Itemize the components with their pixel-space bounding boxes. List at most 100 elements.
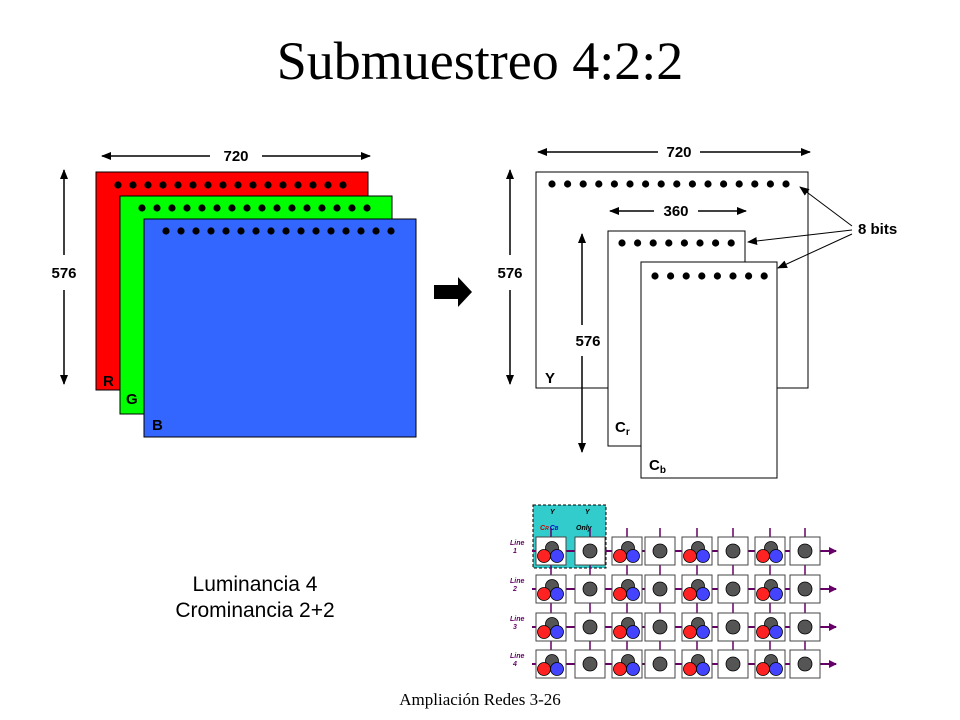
cb-sample — [550, 625, 564, 639]
grid-cell — [754, 649, 786, 679]
pixel-dot-y — [657, 180, 665, 188]
cb-sample — [769, 549, 783, 563]
cr-sample — [756, 549, 770, 563]
luma-sample — [797, 619, 813, 635]
pixel-dot-g — [213, 204, 221, 212]
grid-cell — [754, 612, 786, 642]
pixel-dot-cr — [618, 239, 626, 247]
cr-sample — [613, 625, 627, 639]
pixel-dot-y — [766, 180, 775, 188]
pixel-dot-y — [579, 180, 587, 188]
pixel-dot-b — [267, 227, 275, 235]
pixel-dots-cb — [651, 272, 768, 280]
grid-cell — [717, 612, 749, 642]
pixel-dot-b — [357, 227, 365, 235]
pixel-dot-cb — [651, 272, 659, 280]
pixel-dot-r — [279, 181, 287, 189]
cb-sample — [550, 662, 564, 676]
cr-sample — [683, 662, 697, 676]
luma-sample — [582, 543, 598, 559]
pixel-dot-r — [324, 181, 332, 189]
grid-cell — [681, 612, 713, 642]
cr-sample — [613, 662, 627, 676]
cr-sample — [756, 662, 770, 676]
luma-sample — [725, 619, 741, 635]
luma-sample — [797, 656, 813, 672]
grid-cell — [644, 649, 676, 679]
pixel-dot-cr — [712, 239, 720, 247]
grid-cell — [681, 574, 713, 604]
pixel-dot-cb — [713, 272, 722, 280]
pixel-dot-b — [162, 227, 170, 235]
pixel-dot-r — [204, 181, 212, 189]
pixel-dot-y — [751, 180, 759, 188]
grid-cell — [789, 574, 821, 604]
luma-sample — [652, 543, 668, 559]
pixel-dots-b — [162, 227, 395, 235]
pixel-dot-r — [339, 181, 347, 189]
cb-sample — [696, 625, 710, 639]
caption-line-1: Luminancia 4 — [192, 573, 318, 596]
pixel-dot-g — [168, 204, 176, 212]
grid-cell — [754, 536, 786, 566]
y-width-label: 720 — [666, 144, 691, 161]
plane-r-label: R — [103, 373, 114, 390]
pixel-dot-b — [252, 227, 260, 235]
pixel-dot-r — [159, 181, 167, 189]
pixel-dot-g — [153, 204, 161, 212]
luma-sample — [582, 656, 598, 672]
right-arrow-icon — [434, 277, 472, 307]
grid-cell — [574, 649, 606, 679]
caption-line-2: Crominancia 2+2 — [175, 599, 335, 622]
luma-sample — [725, 581, 741, 597]
cr-sample — [613, 587, 627, 601]
grid-cell — [535, 649, 567, 679]
cb-sample — [626, 662, 640, 676]
grid-header-only: Only — [576, 525, 593, 532]
rgb-planes: R G B — [95, 171, 417, 438]
plane-g-label: G — [126, 391, 138, 408]
grid-cell — [535, 574, 567, 604]
luma-sample — [797, 543, 813, 559]
pixel-dot-cb — [729, 272, 737, 280]
luma-sample — [652, 581, 668, 597]
pixel-dot-y — [704, 180, 712, 188]
grid-cell — [644, 536, 676, 566]
bits-pointer-cr — [747, 229, 853, 245]
pixel-dot-g — [273, 204, 281, 212]
pixel-dot-b — [282, 227, 290, 235]
cr-sample — [683, 587, 697, 601]
pixel-dot-r — [264, 181, 272, 189]
grid-cell — [717, 649, 749, 679]
plane-cr-label: Cr — [615, 419, 630, 438]
pixel-dot-g — [303, 204, 311, 212]
pixel-dot-cr — [680, 239, 689, 247]
pixel-dot-cb — [745, 272, 753, 280]
pixel-dot-y — [610, 180, 619, 188]
c-height-label: 576 — [575, 333, 600, 350]
plane-b-label: B — [152, 417, 163, 434]
cb-sample — [696, 662, 710, 676]
luma-sample — [725, 656, 741, 672]
cr-sample — [756, 587, 770, 601]
pixel-dot-b — [297, 227, 305, 235]
pixel-dot-y — [735, 180, 743, 188]
grid-cell — [789, 649, 821, 679]
pixel-dot-cr — [665, 239, 673, 247]
grid-cell — [574, 574, 606, 604]
grid-cell — [717, 574, 749, 604]
pixel-dot-b — [177, 227, 185, 235]
luma-sample — [797, 581, 813, 597]
cr-sample — [683, 625, 697, 639]
pixel-dot-g — [318, 204, 326, 212]
rgb-width-label: 720 — [223, 148, 248, 165]
pixel-dot-g — [138, 204, 146, 212]
pixel-dot-y — [688, 180, 697, 188]
pixel-dot-r — [189, 181, 197, 189]
grid-cell — [611, 649, 643, 679]
luma-sample — [652, 656, 668, 672]
grid-cell — [789, 612, 821, 642]
